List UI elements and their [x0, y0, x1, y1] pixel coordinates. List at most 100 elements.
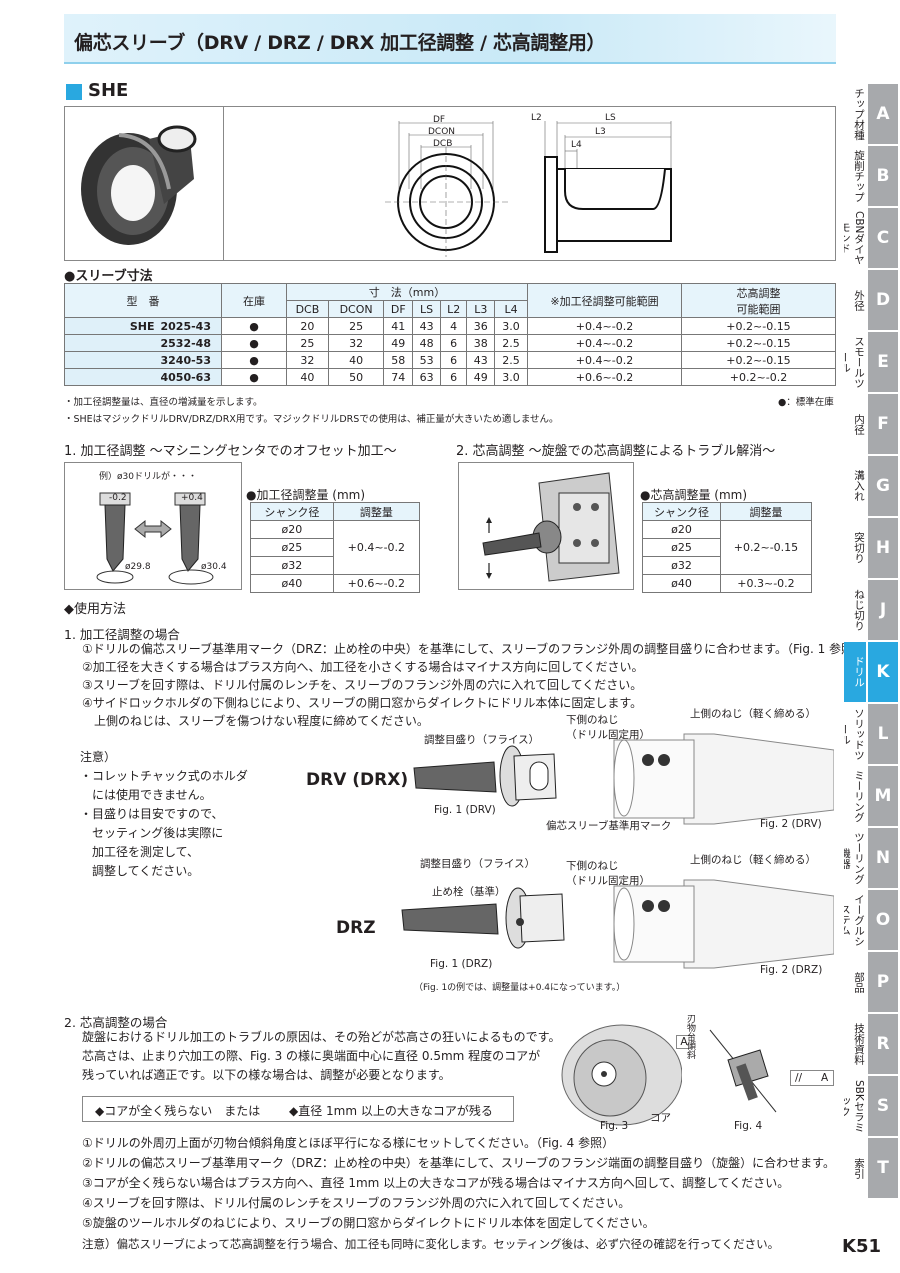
- sidebar-item-letter: H: [868, 518, 898, 578]
- sidebar-item-label: 技術資料: [853, 1023, 865, 1065]
- adjust2-title: 2. 芯高調整 ～旋盤での芯高調整によるトラブル解消～: [456, 444, 776, 459]
- th-stock: 在庫: [221, 283, 287, 318]
- drz-fig1-drawing: [401, 887, 565, 949]
- sidebar-item-letter: E: [868, 332, 898, 392]
- fig1-drv: Fig. 1 (DRV): [434, 804, 496, 816]
- ref-mark-label: 偏芯スリーブ基準用マーク: [546, 820, 672, 832]
- th-col-df: DF: [383, 300, 414, 318]
- sidebar-item-letter: A: [868, 84, 898, 144]
- sleeve-figure-box: DF DCON DCB L2 LS L3 L4: [64, 106, 836, 261]
- adjust1-table-title: ●加工径調整量 (mm): [246, 488, 366, 502]
- sidebar-item-label: ドリル: [844, 642, 866, 702]
- sleeve-side-drawing: [544, 121, 672, 253]
- sidebar-item-label: ソリッドツール: [844, 707, 865, 761]
- text-line: ②ドリルの偏芯スリーブ基準用マーク（DRZ：止め栓の中央）を基準にして、スリーブ…: [82, 1156, 835, 1170]
- condition-box: ◆コアが全く残らない または ◆直径 1mm 以上の大きなコアが残る: [82, 1096, 514, 1122]
- text-line: ③コアが全く残らない場合はプラス方向へ、直径 1mm 以上の大きなコアが残る場合…: [82, 1176, 790, 1190]
- sidebar-item-label: 外径: [853, 289, 865, 311]
- text-line: には使用できません。: [80, 788, 212, 802]
- note-2: ・SHEはマジックドリルDRV/DRZ/DRX用です。マジックドリルDRSでの使…: [64, 414, 559, 425]
- example-label: 例）ø30ドリルが・・・: [99, 472, 197, 482]
- fig4-drawing: [709, 1029, 777, 1113]
- stopper-label: 止め栓（基準）: [432, 886, 506, 898]
- sidebar-item-label: 突切り: [853, 532, 865, 564]
- sidebar-item-letter: F: [868, 394, 898, 454]
- th-range2: 芯高調整可能範囲: [681, 283, 836, 318]
- usage-s1-steps: ①ドリルの偏芯スリーブ基準用マーク（DRZ：止め栓の中央）を基準にして、スリーブ…: [82, 640, 865, 730]
- label-minus: -0.2: [109, 493, 127, 503]
- note-1: ・加工径調整量は、直径の増減量を示します。: [64, 397, 263, 408]
- drv-fig1-drawing: [413, 745, 557, 807]
- text-line: セッティング後は実際に: [80, 826, 224, 840]
- sidebar-item-label: スモールツール: [844, 335, 865, 389]
- fig1-note: （Fig. 1の例では、調整量は+0.4になっています。）: [414, 983, 626, 993]
- core-label: コア: [650, 1112, 671, 1124]
- adjust2-table-title: ●芯高調整量 (mm): [640, 488, 748, 502]
- drv-fig2-drawing: [613, 733, 834, 825]
- text-line: ①ドリルの外周刃上面が刃物台傾斜角度とほぼ平行になる様にセットしてください。（F…: [82, 1136, 615, 1150]
- sleeve-photo: [81, 125, 197, 245]
- th-model: 型 番: [64, 283, 222, 318]
- text-line: ・コレットチャック式のホルダ: [80, 769, 248, 783]
- sidebar-item-letter: T: [868, 1138, 898, 1198]
- section-marker: [66, 84, 82, 100]
- sidebar-item-letter: L: [868, 704, 898, 764]
- adjust2-figure: [458, 462, 634, 590]
- th-col-dcb: DCB: [286, 300, 329, 318]
- sidebar-item-letter: S: [868, 1076, 898, 1136]
- text-line: ⑤旋盤のツールホルダのねじにより、スリーブの開口窓からダイレクトにドリル本体を固…: [82, 1216, 655, 1230]
- usage-title: ◆使用方法: [64, 602, 126, 617]
- drz-scale-label: 調整目盛り（フライス）: [420, 858, 536, 870]
- usage-s2-intro: 旋盤におけるドリル加工のトラブルの原因は、その殆どが芯高さの狂いによるものです。…: [82, 1028, 560, 1085]
- sidebar-item-label: 溝入れ: [853, 470, 865, 502]
- sidebar-item-label: 部品: [853, 971, 865, 993]
- label-l2: L2: [531, 113, 542, 123]
- fig2-drz: Fig. 2 (DRZ): [760, 964, 823, 976]
- sidebar-item-label: 索引: [853, 1157, 865, 1179]
- fig3-drawing: [561, 1024, 682, 1126]
- adjust1-table: シャンク径調整量 ø20+0.4~-0.2 ø25 ø32 ø40+0.6~-0…: [250, 502, 421, 593]
- th-range1: ※加工径調整可能範囲: [527, 283, 682, 318]
- label-ls: LS: [605, 113, 616, 123]
- label-l4: L4: [571, 140, 582, 150]
- sidebar-item-label: イーグルシステム: [844, 893, 865, 947]
- label-d298: ø29.8: [125, 562, 151, 572]
- sidebar-item-label: CBNダイヤモンド: [844, 211, 865, 265]
- lower-screw-drz: 下側のねじ（ドリル固定用）: [566, 860, 650, 887]
- adjust2-table: シャンク径調整量 ø20+0.2~-0.15 ø25 ø32 ø40+0.3~-…: [642, 502, 813, 593]
- fig1-drz: Fig. 1 (DRZ): [430, 958, 493, 970]
- page-number: K51: [842, 1236, 881, 1257]
- lathe-holder-drawing: [482, 472, 620, 582]
- usage-s2-title: 2. 芯高調整の場合: [64, 1015, 168, 1030]
- sidebar-item-label: ツーリング機器: [844, 831, 865, 885]
- sidebar-item-letter: J: [868, 580, 898, 640]
- sidebar-item-label: 内径: [853, 413, 865, 435]
- drz-fig2-drawing: [613, 879, 834, 969]
- text-line: 加工径を測定して、: [80, 845, 200, 859]
- usage-s1-title: 1. 加工径調整の場合: [64, 627, 180, 642]
- label-l3: L3: [595, 127, 606, 137]
- adjust1-figure: 例）ø30ドリルが・・・ -0.2 +0.4 ø29.8 ø30.4: [64, 462, 242, 590]
- title-bar: 偏芯スリーブ（DRV / DRZ / DRX 加工径調整 / 芯高調整用）: [64, 14, 836, 64]
- th-col-ls: LS: [412, 300, 441, 318]
- fig3-caption: Fig. 3: [600, 1120, 629, 1132]
- text-line: 芯高さは、止まり穴加工の際、Fig. 3 の様に奥端面中心に直径 0.5mm 程…: [82, 1049, 541, 1063]
- caution-block: 注意）・コレットチャック式のホルダ には使用できません。・目盛りは目安ですので、…: [80, 748, 248, 881]
- parallel-tolerance-box: // A: [790, 1070, 834, 1086]
- th-col-l2: L2: [439, 300, 468, 318]
- text-line: 上側のねじは、スリーブを傷つけない程度に締めてください。: [82, 714, 429, 728]
- sidebar-item-letter: G: [868, 456, 898, 516]
- sidebar-item-letter: M: [868, 766, 898, 826]
- text-line: 旋盤におけるドリル加工のトラブルの原因は、その殆どが芯高さの狂いによるものです。: [82, 1030, 561, 1044]
- upper-screw-drz: 上側のねじ（軽く締める）: [690, 854, 816, 866]
- text-line: 残っていれば適正です。以下の様な場合は、調整が必要となります。: [82, 1068, 451, 1082]
- sidebar-item-letter: D: [868, 270, 898, 330]
- label-plus: +0.4: [181, 493, 203, 503]
- label-dcb: DCB: [433, 139, 453, 149]
- sidebar-item-letter: O: [868, 890, 898, 950]
- drv-label: DRV (DRX): [306, 770, 409, 790]
- footer-note: 注意）偏芯スリーブによって芯高調整を行う場合、加工径も同時に変化します。セッティ…: [82, 1237, 780, 1251]
